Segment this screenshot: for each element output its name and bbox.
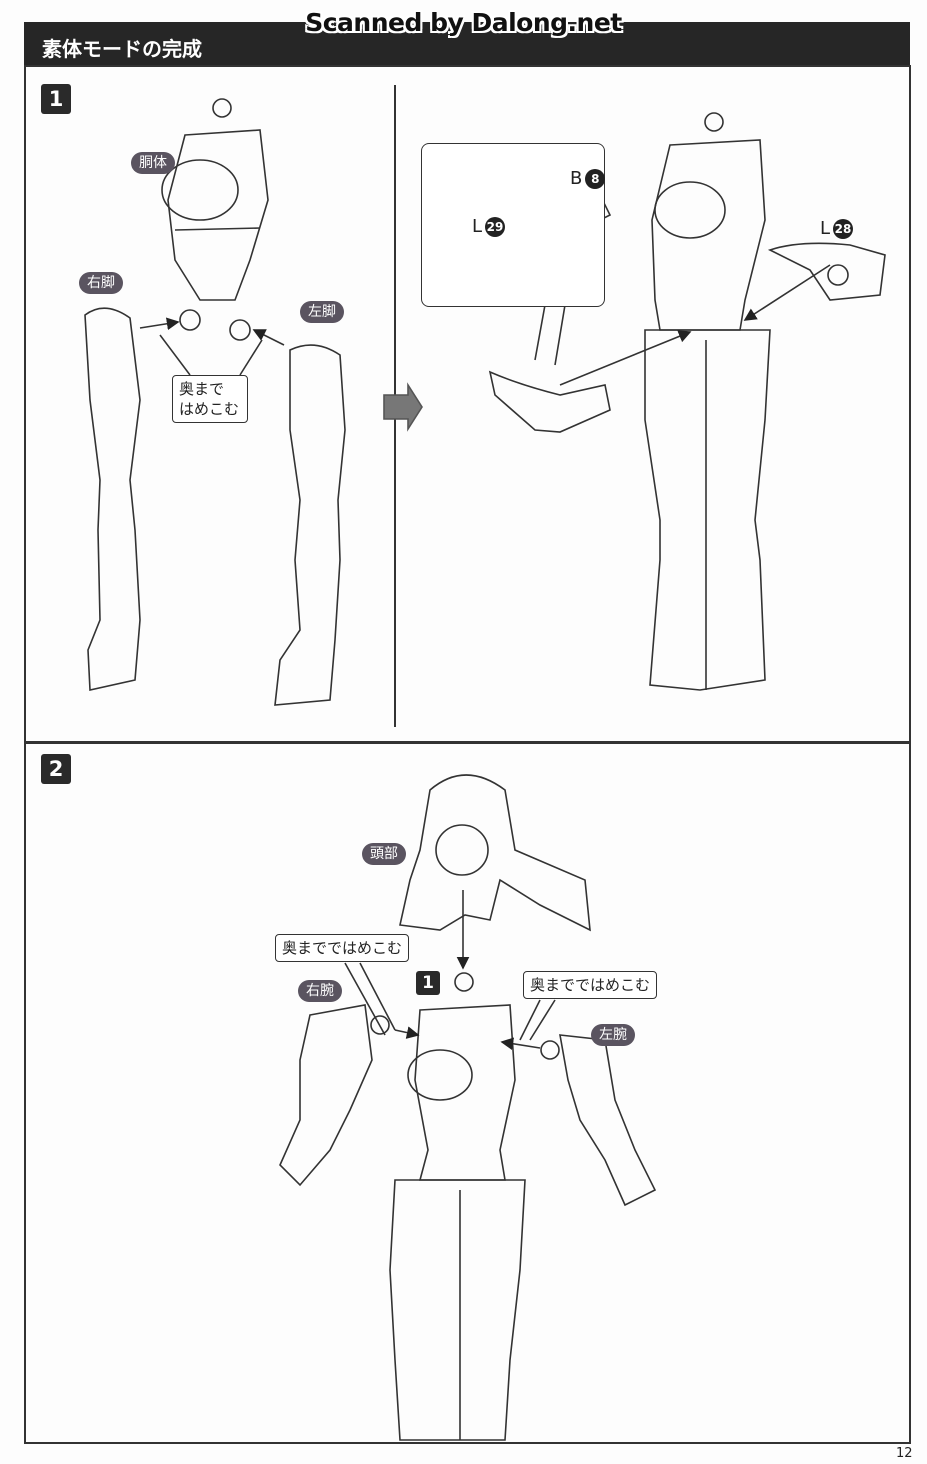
head-label: 頭部 [362, 843, 406, 865]
insert-fully-callout-left: 奥までではめこむ [275, 934, 410, 962]
part-b8-label: B 8 [570, 168, 606, 189]
right-leg-label: 右脚 [79, 272, 123, 294]
section-title: 素体モードの完成 [42, 37, 202, 61]
insert-fully-callout: 奥まで はめこむ [172, 375, 248, 423]
step-2-number: 2 [41, 754, 71, 784]
head-part-illustration [399, 774, 591, 932]
page-number: 12 [896, 1446, 913, 1461]
part-l28-illustration [767, 242, 886, 301]
part-l28-label: L 28 [820, 218, 854, 239]
watermark: Scanned by Dalong.net [305, 8, 622, 37]
part-number-badge: 8 [585, 168, 606, 189]
part-number-badge: 29 [485, 216, 506, 237]
part-letter: B [570, 168, 583, 189]
section-header [24, 22, 910, 65]
step-2-panel [24, 742, 911, 1444]
part-letter: L [472, 216, 483, 237]
insert-fully-callout-right: 奥までではめこむ [523, 971, 658, 999]
body-torso-illustration [389, 972, 526, 1441]
callout-line-2: はめこむ [179, 400, 240, 418]
right-leg-illustration [84, 307, 141, 691]
left-arm-illustration [540, 1034, 657, 1207]
part-l29-label: L 29 [472, 216, 506, 237]
right-arm-label: 右腕 [298, 980, 342, 1002]
assembled-body-illustration [644, 112, 771, 691]
left-leg-illustration [274, 344, 346, 706]
step-1-number: 1 [41, 84, 71, 114]
parts-inset-box [421, 143, 605, 307]
part-letter: L [820, 218, 831, 239]
left-leg-label: 左脚 [300, 301, 344, 323]
callout-line-1: 奥まで [179, 380, 225, 398]
crotch-part-illustration [488, 370, 611, 433]
part-number-badge: 28 [833, 218, 854, 239]
step-1-reference-badge: 1 [416, 971, 440, 995]
right-arm-illustration [279, 1004, 390, 1187]
left-arm-label: 左腕 [591, 1024, 635, 1046]
torso-part-illustration [161, 98, 269, 341]
torso-label: 胴体 [131, 152, 175, 174]
